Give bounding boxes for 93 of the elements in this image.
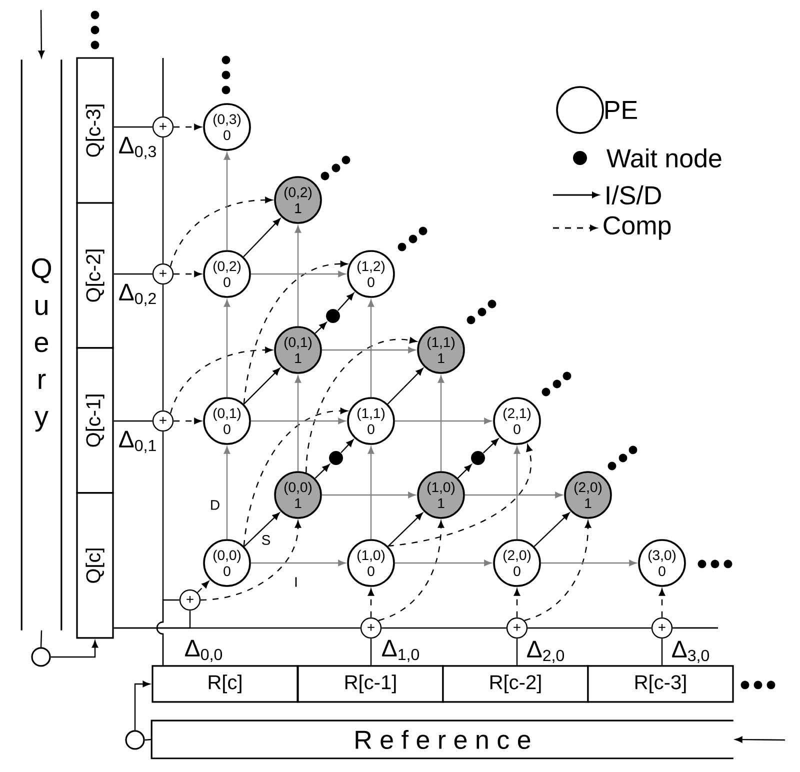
connector-line: [528, 627, 652, 629]
dashed-arrow: [388, 444, 532, 547]
arrow: [224, 300, 230, 398]
arrow: [457, 464, 472, 478]
legend-text: I/S/D: [606, 185, 661, 205]
arrow: [134, 680, 150, 730]
delta-label: Δ$_{2,0}$: [527, 640, 564, 664]
connector-line: [661, 638, 663, 666]
connector-line: [144, 738, 152, 741]
arrow: [540, 560, 636, 566]
wait-dot: [326, 309, 340, 323]
connector-line: [114, 627, 360, 629]
arrow: [50, 640, 98, 658]
dashed-arrow: [243, 260, 348, 404]
query-register-cell: Q[c-1]: [76, 347, 114, 494]
connector-line: [162, 138, 164, 264]
dashed-arrow: [306, 337, 417, 473]
arrow: [368, 446, 374, 540]
connector-line: [156, 432, 164, 666]
arrow: [224, 152, 230, 250]
arrow: [322, 346, 416, 354]
arrow: [294, 376, 302, 472]
edge-label: I: [292, 576, 300, 588]
loop-circle: [125, 730, 145, 750]
arrow: [294, 226, 302, 326]
arrow: [394, 560, 492, 566]
arrow: [438, 376, 444, 472]
loop-circle: [31, 647, 51, 667]
connector-line: [516, 638, 518, 666]
arrow: [243, 368, 280, 405]
arrow: [314, 464, 330, 479]
connector-line: [114, 126, 152, 128]
delta-label: Δ$_{0,1}$: [119, 430, 156, 454]
edge-label: S: [260, 533, 272, 547]
dashed-arrow: [243, 408, 348, 546]
reference-register-cell: R[c-3]: [587, 665, 734, 703]
arrow: [464, 492, 562, 498]
connector-line: [114, 420, 152, 422]
reference-register-cell: R[c-2]: [442, 665, 589, 703]
legend-text: Wait node: [606, 148, 722, 168]
arrow: [250, 418, 346, 424]
arrow: [394, 418, 492, 424]
arrow: [250, 560, 346, 566]
wait-dot: [329, 450, 343, 465]
arrow: [482, 438, 499, 454]
dashed-arrow: [514, 588, 520, 618]
arrow: [387, 368, 424, 404]
dashed-arrow: [174, 124, 202, 130]
arrow: [314, 322, 327, 334]
connector-line: [382, 627, 506, 629]
connector-line: [370, 638, 372, 666]
arrow: [38, 10, 45, 58]
dashed-arrow: [200, 520, 302, 601]
delta-label: Δ$_{0,2}$: [119, 284, 156, 306]
arrow: [340, 439, 354, 454]
arrow: [250, 270, 346, 278]
arrow: [534, 512, 570, 547]
reference-column: R e f e r e n c e: [150, 720, 734, 760]
dashed-arrow: [170, 196, 272, 267]
arrow: [388, 512, 423, 547]
dashed-arrow: [174, 270, 202, 278]
edge-label: D: [208, 498, 222, 512]
delta-label: Δ$_{1,0}$: [382, 640, 420, 662]
arrow: [244, 512, 280, 547]
delta-label: Δ$_{3,0}$: [672, 640, 710, 664]
delta-label: Δ$_{0,3}$: [119, 136, 156, 160]
arrow: [735, 736, 785, 743]
reference-register-cell: R[c]: [152, 665, 298, 703]
arrow: [322, 492, 416, 498]
dashed-arrow: [658, 588, 666, 618]
connector-line: [162, 284, 164, 410]
arrow: [514, 446, 520, 540]
query-register-cell: Q[c-2]: [76, 202, 114, 349]
dashed-arrow: [197, 580, 210, 593]
connector-line: [40, 630, 42, 648]
dashed-arrow: [174, 418, 202, 424]
dashed-arrow: [368, 588, 374, 618]
arrow: [338, 292, 354, 311]
dashed-arrow: [378, 520, 444, 622]
legend-text: Comp: [604, 216, 671, 240]
query-register-cell: Q[c-3]: [76, 57, 114, 204]
dashed-arrow: [524, 520, 592, 622]
delta-label: Δ$_{0,0}$: [185, 640, 222, 662]
arrow: [224, 446, 230, 540]
query-register-cell: Q[c]: [76, 492, 114, 639]
arrow: [368, 300, 374, 398]
connector-line: [114, 273, 152, 275]
dashed-arrow: [170, 346, 272, 414]
reference-register-cell: R[c-1]: [297, 665, 444, 703]
wait-dot: [471, 450, 485, 465]
legend-text: PE: [606, 101, 637, 119]
query-column: Q u e r y: [20, 60, 62, 630]
arrow: [243, 218, 280, 258]
